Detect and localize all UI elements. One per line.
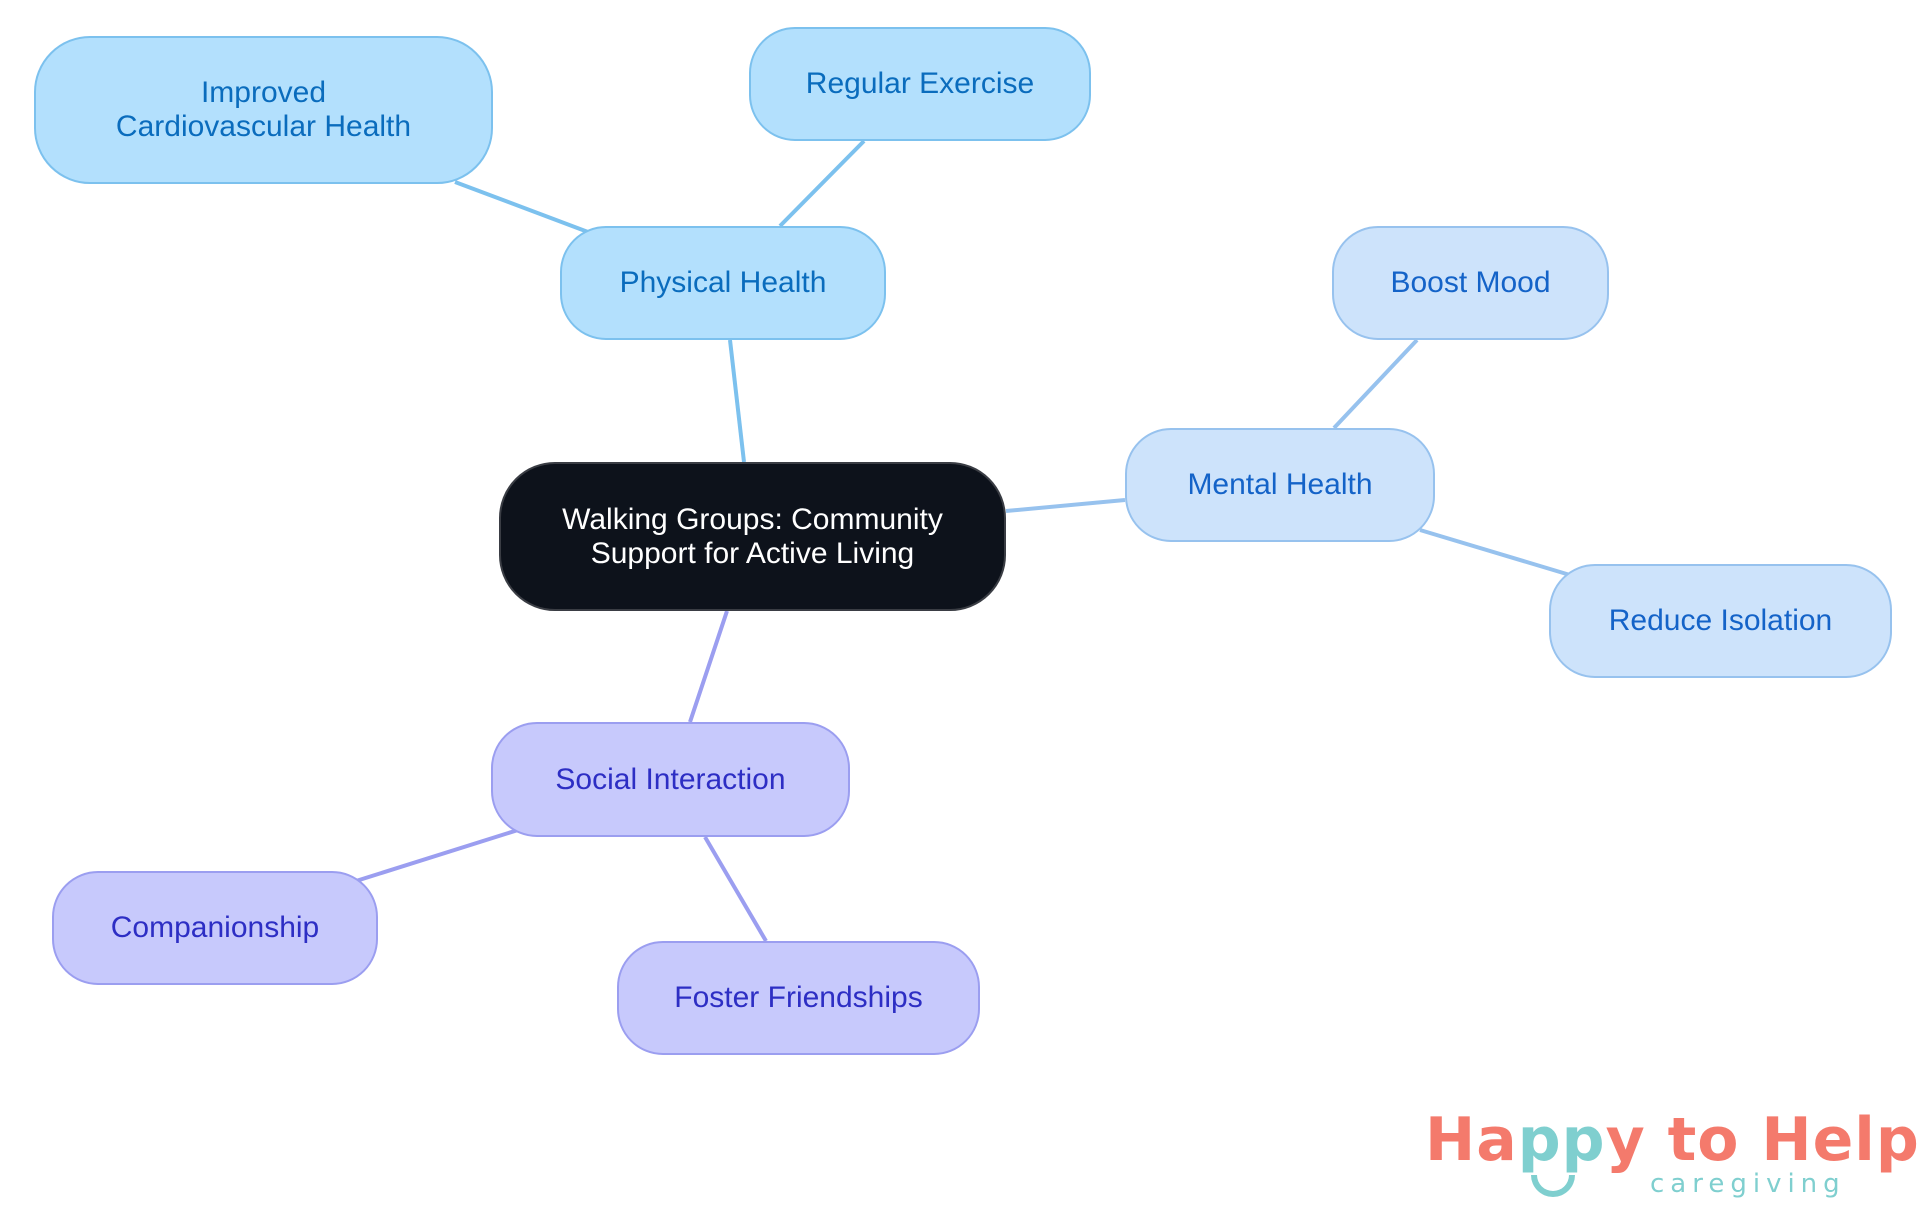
branch-node-social-interaction[interactable]: Social Interaction (491, 722, 850, 837)
happy-to-help-logo: Happy to Help caregiving (1425, 1105, 1919, 1210)
branch-node-physical-health[interactable]: Physical Health (560, 226, 886, 340)
edge-root-physical (728, 339, 746, 463)
smile-icon (1531, 1175, 1575, 1197)
edge-mental-mood (1332, 338, 1419, 430)
leaf-node-improved-cardiovascular-health[interactable]: Improved Cardiovascular Health (34, 36, 493, 184)
logo-wordmark: Happy to Help (1425, 1105, 1920, 1175)
leaf-node-label: Companionship (110, 911, 320, 944)
leaf-node-reduce-isolation[interactable]: Reduce Isolation (1549, 564, 1892, 678)
leaf-node-label: Reduce Isolation (1608, 604, 1833, 637)
edge-physical-cardio (454, 180, 589, 234)
leaf-node-foster-friendships[interactable]: Foster Friendships (617, 941, 980, 1055)
logo-tagline: caregiving (1650, 1169, 1846, 1199)
leaf-node-label: Regular Exercise (805, 67, 1035, 100)
branch-node-label: Physical Health (619, 266, 827, 299)
branch-node-label: Mental Health (1187, 468, 1373, 501)
edge-physical-exercise (778, 139, 866, 228)
root-node-label: Walking Groups: Community Support for Ac… (562, 502, 943, 570)
edge-social-companionship (355, 828, 519, 883)
edge-social-friendships (703, 835, 768, 943)
edge-root-mental (1005, 498, 1126, 513)
branch-node-mental-health[interactable]: Mental Health (1125, 428, 1435, 542)
edge-root-social (688, 610, 729, 723)
leaf-node-companionship[interactable]: Companionship (52, 871, 378, 985)
branch-node-label: Social Interaction (555, 762, 786, 796)
edge-mental-isolation (1419, 528, 1571, 577)
leaf-node-label: Foster Friendships (674, 981, 923, 1014)
leaf-node-regular-exercise[interactable]: Regular Exercise (749, 27, 1091, 141)
leaf-node-boost-mood[interactable]: Boost Mood (1332, 226, 1609, 340)
root-node[interactable]: Walking Groups: Community Support for Ac… (499, 462, 1006, 611)
leaf-node-label: Boost Mood (1390, 266, 1551, 299)
leaf-node-label: Improved Cardiovascular Health (115, 76, 412, 143)
